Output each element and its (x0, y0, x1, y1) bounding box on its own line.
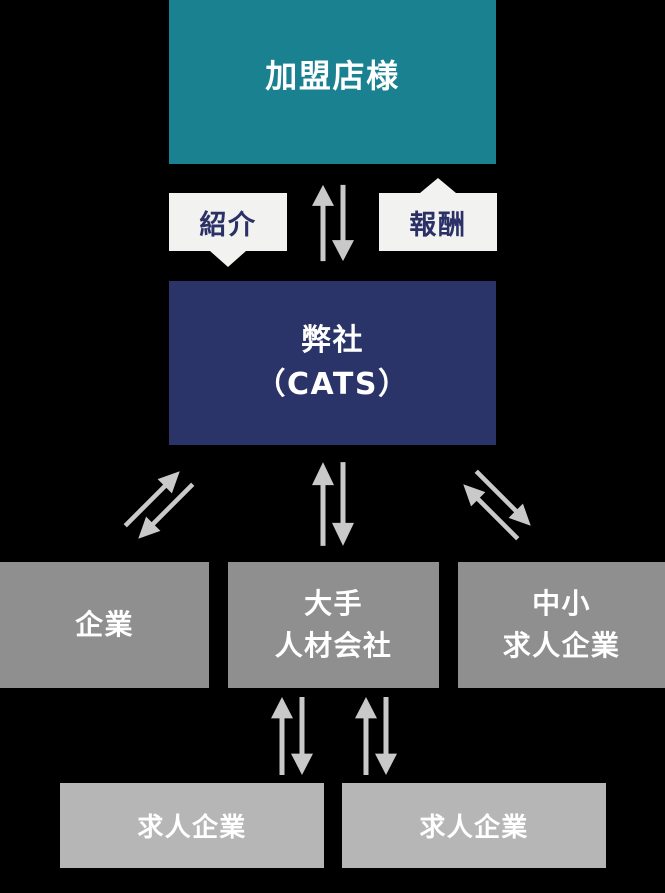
node-major-staffing-line1: 大手 (304, 587, 363, 620)
bubble-tail-down-icon (210, 251, 246, 267)
node-company: 弊社 （CATS） (169, 281, 496, 445)
node-sme-recruit: 中小 求人企業 (458, 562, 665, 688)
node-major-staffing: 大手 人材会社 (228, 562, 439, 688)
double-arrow-staffing-recruit-right-icon (355, 696, 397, 776)
double-arrow-staffing-recruit-left-icon (271, 696, 313, 776)
node-enterprise: 企業 (0, 562, 209, 688)
node-recruit-left: 求人企業 (60, 783, 324, 868)
node-member-store: 加盟店様 (169, 0, 496, 164)
node-sme-recruit-line2: 求人企業 (502, 629, 621, 662)
bubble-tail-up-icon (420, 178, 456, 193)
node-member-store-label: 加盟店様 (265, 57, 400, 95)
node-sme-recruit-line1: 中小 (532, 587, 591, 620)
double-arrow-company-staffing-icon (312, 462, 354, 546)
node-recruit-right-label: 求人企業 (419, 813, 529, 843)
intro-bubble: 紹介 (169, 193, 287, 267)
node-recruit-left-label: 求人企業 (137, 813, 247, 843)
double-arrow-company-sme-icon (463, 469, 531, 541)
node-recruit-right: 求人企業 (342, 783, 606, 868)
intro-bubble-label: 紹介 (199, 209, 257, 241)
node-enterprise-label: 企業 (75, 608, 134, 641)
node-company-line2: （CATS） (255, 367, 410, 402)
double-arrow-company-enterprise-icon (123, 471, 195, 539)
reward-bubble: 報酬 (379, 178, 497, 251)
node-major-staffing-line2: 人材会社 (274, 629, 393, 662)
node-company-line1: 弊社 (301, 323, 364, 358)
reward-bubble-label: 報酬 (409, 209, 467, 241)
double-arrow-member-company-icon (312, 184, 354, 262)
